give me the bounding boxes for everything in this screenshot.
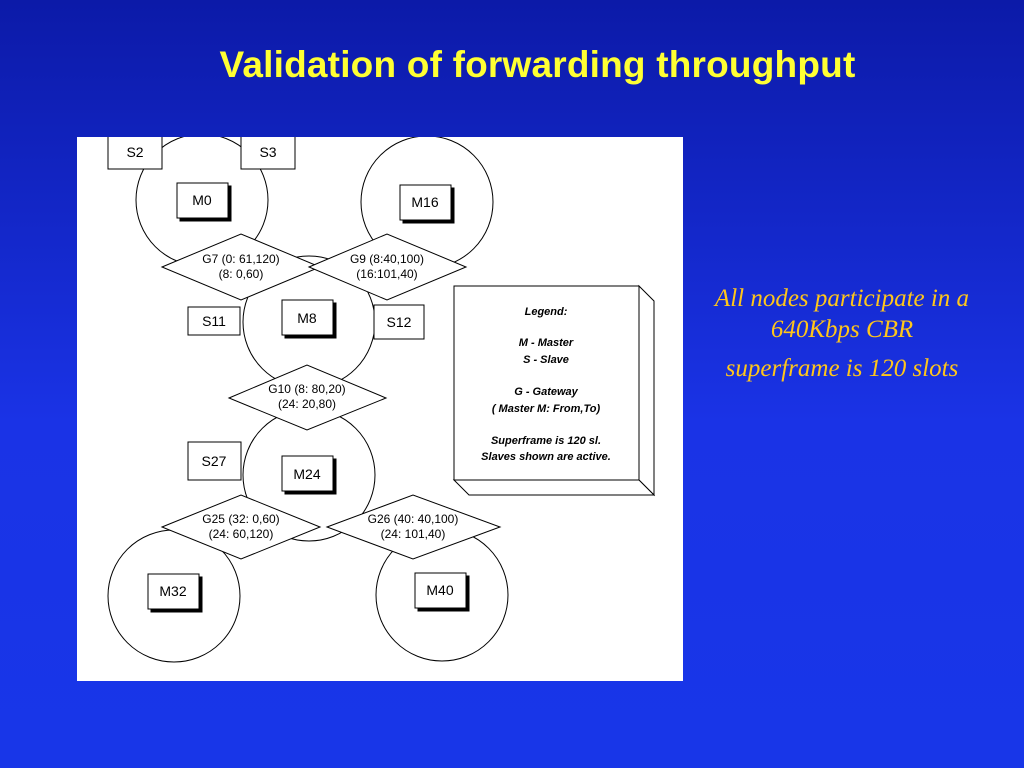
note-superframe: superframe is 120 slots <box>725 355 959 382</box>
slave-label-s12: S12 <box>387 314 412 330</box>
legend-line-slave: S - Slave <box>523 354 569 366</box>
gateway-node-g25: G25 (32: 0,60) (24: 60,120) <box>160 494 322 560</box>
slave-node-s11: S11 <box>187 306 241 336</box>
gateway-node-g26: G26 (40: 40,100) (24: 101,40) <box>325 494 502 560</box>
master-label-m32: M32 <box>159 583 186 599</box>
master-node-m40: M40 <box>414 572 470 612</box>
legend-line-master: M - Master <box>519 337 574 349</box>
slave-node-s2: S2 <box>107 137 163 170</box>
gateway-node-g10: G10 (8: 80,20) (24: 20,80) <box>227 364 388 431</box>
master-node-m16: M16 <box>399 184 455 224</box>
gateway-label-g25-line1: G25 (32: 0,60) <box>202 512 279 526</box>
gateway-label-g10-line2: (24: 20,80) <box>278 397 336 411</box>
gateway-label-g9-line1: G9 (8:40,100) <box>350 252 424 266</box>
slave-node-s12: S12 <box>373 304 425 340</box>
gateway-node-g7: G7 (0: 61,120) (8: 0,60) <box>160 233 322 301</box>
slave-label-s27: S27 <box>202 453 227 469</box>
master-label-m0: M0 <box>192 192 212 208</box>
gateway-label-g25-line2: (24: 60,120) <box>209 527 274 541</box>
legend-line-gateway: G - Gateway <box>514 386 578 398</box>
gateway-label-g26-line1: G26 (40: 40,100) <box>368 512 459 526</box>
slave-node-s3: S3 <box>240 137 296 170</box>
legend-line-format: ( Master M: From,To) <box>492 403 601 415</box>
gateway-label-g7-line2: (8: 0,60) <box>219 267 264 281</box>
note-cbr: All nodes participate in a 640Kbps CBR <box>714 285 970 343</box>
slave-label-s3: S3 <box>259 144 276 160</box>
side-notes: All nodes participate in a 640Kbps CBR s… <box>714 283 970 384</box>
master-label-m24: M24 <box>293 466 320 482</box>
gateway-label-g10-line1: G10 (8: 80,20) <box>268 382 345 396</box>
legend-line-superframe: Superframe is 120 sl. <box>491 435 601 447</box>
slave-label-s11: S11 <box>202 313 226 329</box>
master-node-m8: M8 <box>281 299 337 339</box>
gateway-label-g7-line1: G7 (0: 61,120) <box>202 252 279 266</box>
slide-title: Validation of forwarding throughput <box>219 44 856 85</box>
master-node-m0: M0 <box>176 182 232 222</box>
slave-node-s27: S27 <box>187 441 242 481</box>
master-label-m8: M8 <box>297 310 317 326</box>
legend-title: Legend: <box>525 306 568 318</box>
master-node-m24: M24 <box>281 455 337 495</box>
gateway-label-g9-line2: (16:101,40) <box>356 267 417 281</box>
master-node-m32: M32 <box>147 573 203 613</box>
gateway-label-g26-line2: (24: 101,40) <box>381 527 446 541</box>
network-diagram: S2 S3 S11 S12 S27 M0 M16 <box>77 137 683 681</box>
legend-line-active: Slaves shown are active. <box>481 451 611 463</box>
gateway-node-g9: G9 (8:40,100) (16:101,40) <box>307 233 468 301</box>
slave-label-s2: S2 <box>126 144 143 160</box>
legend-box: Legend: M - Master S - Slave G - Gateway… <box>452 284 656 497</box>
master-label-m16: M16 <box>411 194 438 210</box>
master-label-m40: M40 <box>426 582 453 598</box>
